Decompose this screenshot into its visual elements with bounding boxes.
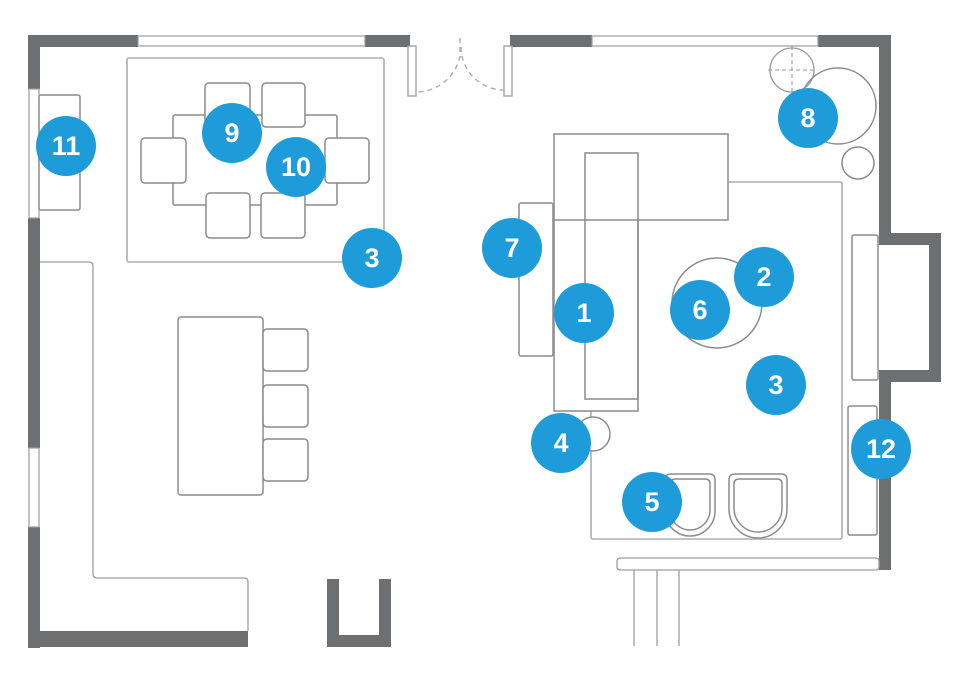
walls — [28, 35, 941, 648]
marker-10[interactable]: 10 — [266, 137, 326, 197]
marker-8[interactable]: 8 — [778, 88, 838, 148]
accent-chair-left-inner — [669, 478, 711, 531]
accent-chair-right-outer — [728, 473, 788, 539]
kitchen-counter — [40, 261, 249, 631]
sofa-seat-line — [584, 152, 639, 400]
plant-small — [841, 146, 875, 180]
stairs-landing — [616, 557, 880, 571]
window-left-lower — [28, 447, 40, 528]
marker-12[interactable]: 12 — [851, 419, 911, 479]
door-swing-left — [415, 46, 462, 93]
wall-stub-right-bar — [379, 579, 391, 647]
double-door — [407, 38, 513, 97]
accent-chair-right-inner — [733, 478, 783, 533]
door-jamb-right — [503, 45, 513, 97]
door-jamb-left — [407, 45, 417, 97]
wall-bottom-left — [28, 631, 248, 647]
marker-9[interactable]: 9 — [202, 103, 262, 163]
dining-chair-bottom-left — [205, 192, 251, 239]
marker-7[interactable]: 7 — [482, 218, 542, 278]
wall-left-mid — [28, 218, 40, 448]
window-bench — [851, 234, 879, 381]
stairs — [616, 557, 880, 646]
marker-6[interactable]: 6 — [670, 280, 730, 340]
dining-chair-left — [140, 137, 187, 184]
windows — [28, 35, 819, 528]
wall-top-left-h — [28, 35, 138, 47]
bay-window-right — [929, 233, 941, 382]
marker-3-dining[interactable]: 3 — [342, 228, 402, 288]
bar-stool-3 — [262, 438, 309, 482]
marker-1[interactable]: 1 — [554, 283, 614, 343]
bay-window-top — [879, 233, 941, 245]
marker-11[interactable]: 11 — [36, 116, 96, 176]
marker-5[interactable]: 5 — [622, 472, 682, 532]
wall-top-mid-left — [365, 35, 410, 47]
wall-top-right-h — [818, 35, 891, 47]
wall-top-mid-right — [510, 35, 592, 47]
marker-2[interactable]: 2 — [734, 247, 794, 307]
wall-top-left-v — [28, 35, 40, 89]
wall-left-lower — [28, 527, 40, 648]
wall-stub-left-bar — [327, 579, 339, 647]
window-top-left — [137, 35, 366, 47]
kitchen-island — [177, 316, 264, 496]
wall-right-upper — [879, 35, 891, 233]
dining-chair-right — [324, 137, 370, 184]
marker-3-living[interactable]: 3 — [746, 355, 806, 415]
bar-stool-1 — [262, 328, 309, 372]
dining-chair-bottom-right — [260, 192, 306, 239]
window-top-right — [591, 35, 819, 47]
kitchen — [40, 261, 309, 631]
marker-4[interactable]: 4 — [531, 413, 591, 473]
bay-window-bottom — [879, 370, 941, 382]
wall-stub-bottom-bar — [327, 635, 391, 647]
door-swing-right — [460, 46, 505, 91]
bar-stool-2 — [262, 384, 309, 428]
dining-chair-top-right — [261, 82, 306, 128]
